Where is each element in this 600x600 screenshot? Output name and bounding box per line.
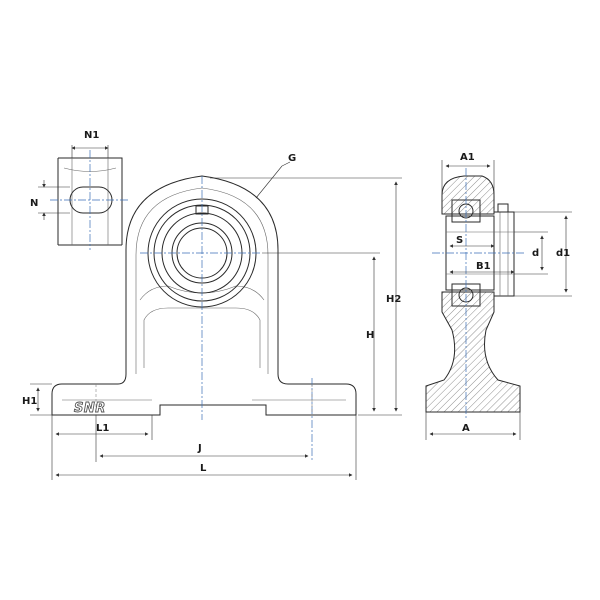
dim-label-n1: N1 [84, 130, 99, 141]
side-section-view: A1 A S B1 d d1 [425, 152, 572, 440]
dim-label-b1: B1 [476, 261, 491, 272]
dim-label-s: S [456, 235, 463, 246]
dim-label-l: L [200, 463, 207, 474]
dim-label-n: N [30, 198, 38, 209]
dim-label-h2: H2 [386, 294, 401, 305]
dim-label-h: H [366, 330, 374, 341]
dim-label-l1: L1 [96, 423, 109, 434]
dim-label-j: J [197, 443, 202, 454]
snr-logo: SNR [74, 401, 106, 416]
dim-label-a: A [462, 423, 470, 434]
dim-label-h1: H1 [22, 396, 37, 407]
dim-label-d: d [532, 248, 539, 259]
dim-label-d1: d1 [556, 248, 570, 259]
dim-label-g: G [288, 153, 296, 164]
slot-detail-view: N1 N [30, 130, 130, 250]
dim-label-a1: A1 [460, 152, 475, 163]
front-view: SNR G H2 H H1 L1 J L [22, 153, 402, 480]
